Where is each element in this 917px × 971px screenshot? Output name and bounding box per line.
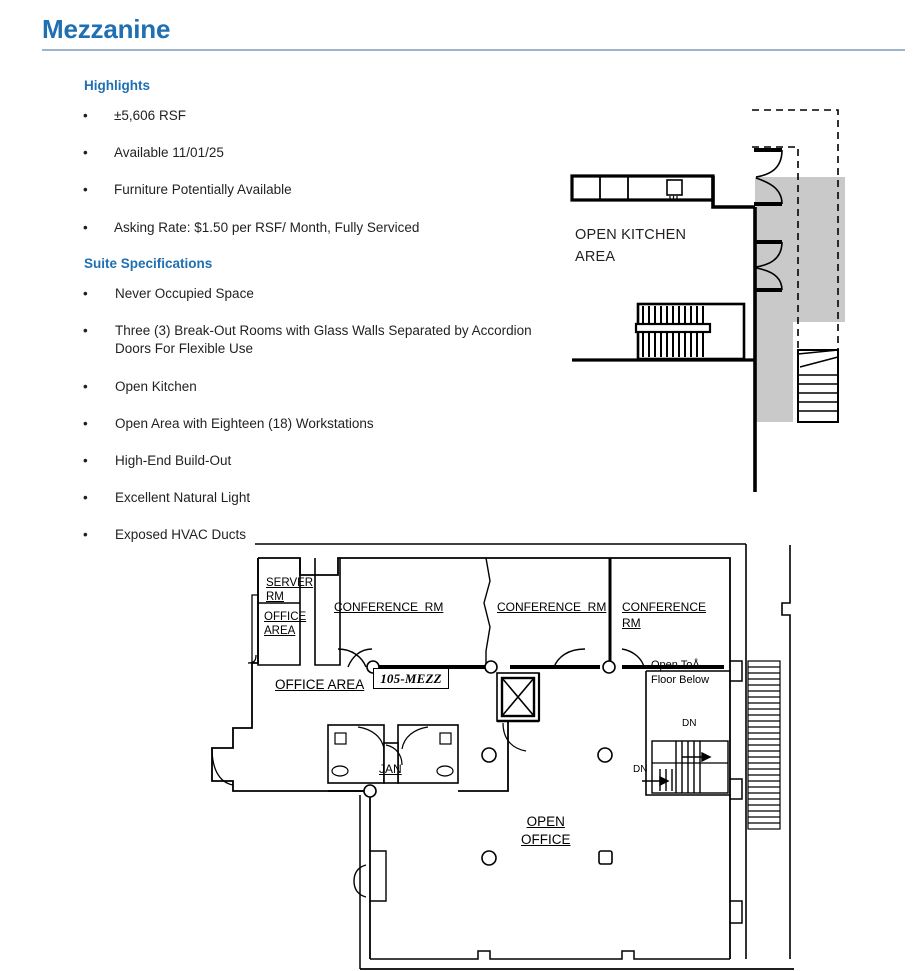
open-office-niche — [370, 850, 387, 902]
stair-label-down-lower: DN — [633, 764, 648, 775]
overhead-dashed-outline — [752, 109, 839, 422]
bullet-icon: • — [83, 452, 88, 468]
highlights-list: • ±5,606 RSF • Available 11/01/25 • Furnitu… — [70, 107, 540, 237]
list-item: • Open Kitchen — [70, 378, 540, 396]
list-item-label: Three (3) Break-Out Rooms with Glass Wal… — [115, 323, 532, 357]
room-label-conference-rm-1: CONFERENCE RM — [334, 600, 444, 614]
bullet-icon: • — [83, 285, 88, 301]
kitchen-sink-icon — [666, 179, 683, 199]
conference-south-wall — [314, 558, 341, 666]
suite-specifications-heading: Suite Specifications — [84, 255, 213, 271]
list-item: • Furniture Potentially Available — [70, 181, 540, 199]
room-label-office-area-small: OFFICE AREA — [264, 611, 307, 638]
room-label-server-rm: SERVER RM — [266, 577, 314, 604]
bullet-icon: • — [83, 182, 88, 198]
entry-door-swing — [211, 747, 234, 786]
building-outline-right — [745, 544, 791, 959]
list-item-label: Open Kitchen — [115, 378, 197, 394]
open-kitchen-area-label: OPEN KITCHEN AREA — [575, 227, 687, 266]
right-wall-notch-top — [730, 660, 743, 682]
bullet-icon: • — [83, 527, 88, 543]
elevator-shaft — [496, 672, 540, 752]
bullet-icon: • — [83, 108, 88, 123]
stair-direction-arrows — [642, 751, 712, 787]
list-item: • Exposed HVAC Ducts — [70, 526, 540, 544]
room-label-conference-rm-2: CONFERENCE RM — [497, 600, 607, 614]
left-perimeter-wall — [211, 558, 370, 792]
list-item-label: Exposed HVAC Ducts — [115, 527, 247, 543]
list-item-label: Never Occupied Space — [115, 285, 254, 301]
suite-number-tag: 105-MEZZ — [373, 668, 449, 689]
server-room-walls — [257, 558, 301, 666]
kitchen-shaded-zone — [755, 177, 845, 322]
kitchen-stair — [634, 302, 746, 361]
suite-specifications-list: • Never Occupied Space • Three (3) Break-O… — [70, 285, 540, 545]
kitchen-counter — [570, 174, 755, 209]
bullet-icon: • — [83, 415, 88, 431]
highlights-heading: Highlights — [84, 78, 150, 93]
open-kitchen-plan-drawing — [570, 109, 845, 492]
right-wall-notch-mid — [730, 778, 743, 800]
specifications-panel: Highlights • ±5,606 RSF • Available 11/01/… — [70, 78, 540, 564]
right-wall-notch-low — [730, 900, 743, 924]
stair-label-down-upper: DN — [682, 718, 697, 729]
list-item: • ±5,606 RSF — [70, 107, 540, 125]
small-office-door — [247, 654, 257, 664]
column-markers — [481, 747, 613, 866]
door-hinge-dot-jan — [363, 784, 377, 798]
list-item: • Asking Rate: $1.50 per RSF/ Month, Full… — [70, 219, 540, 237]
room-label-open-office: OPEN OFFICE — [521, 814, 571, 848]
server-room-inner — [251, 594, 258, 663]
accordion-partition-1 — [483, 557, 491, 665]
annotation-open-to-floor-below: Open ToÅ Floor Below — [651, 659, 710, 686]
room-label-conference-rm-3: CONFERENCE RM — [622, 600, 707, 630]
list-item: • High-End Build-Out — [70, 452, 540, 470]
list-item-label: Excellent Natural Light — [115, 490, 251, 506]
list-item-label: Available 11/01/25 — [114, 145, 224, 161]
window-mullion-band — [747, 660, 781, 830]
open-to-below-box — [645, 671, 730, 796]
bullet-icon: • — [83, 378, 88, 394]
exit-stair — [797, 349, 839, 423]
bullet-icon: • — [83, 145, 88, 161]
room-label-office-area: OFFICE AREA — [275, 677, 365, 692]
list-item-label: Open Area with Eighteen (18) Workstation… — [115, 415, 374, 431]
open-office-walls — [328, 721, 509, 959]
list-item: • Excellent Natural Light — [70, 489, 540, 507]
list-item-label: Asking Rate: $1.50 per RSF/ Month, Fully… — [114, 219, 420, 235]
page-title: Mezzanine — [42, 14, 171, 44]
bottom-wall — [370, 950, 730, 960]
list-item-label: ±5,606 RSF — [114, 108, 186, 123]
kitchen-shaded-zone-lower — [755, 322, 793, 422]
restroom-block — [327, 724, 459, 784]
stair-down — [651, 740, 729, 794]
mezzanine-floor-plan-drawing — [211, 543, 794, 970]
list-item-label: Furniture Potentially Available — [114, 182, 292, 198]
list-item: • Three (3) Break-Out Rooms with Glass Wa… — [70, 322, 540, 358]
bullet-icon: • — [83, 490, 88, 506]
list-item: • Never Occupied Space — [70, 285, 540, 303]
list-item-label: High-End Build-Out — [115, 452, 232, 468]
title-divider — [42, 49, 905, 51]
bullet-icon: • — [83, 323, 88, 339]
door-swing-middle — [754, 240, 783, 292]
conference-door-swings — [337, 648, 645, 668]
room-label-janitor: JAN — [379, 762, 402, 776]
door-swing-upper — [754, 148, 783, 206]
list-item: • Available 11/01/25 — [70, 144, 540, 162]
list-item: • Open Area with Eighteen (18) Workstatio… — [70, 415, 540, 433]
bullet-icon: • — [83, 219, 88, 235]
